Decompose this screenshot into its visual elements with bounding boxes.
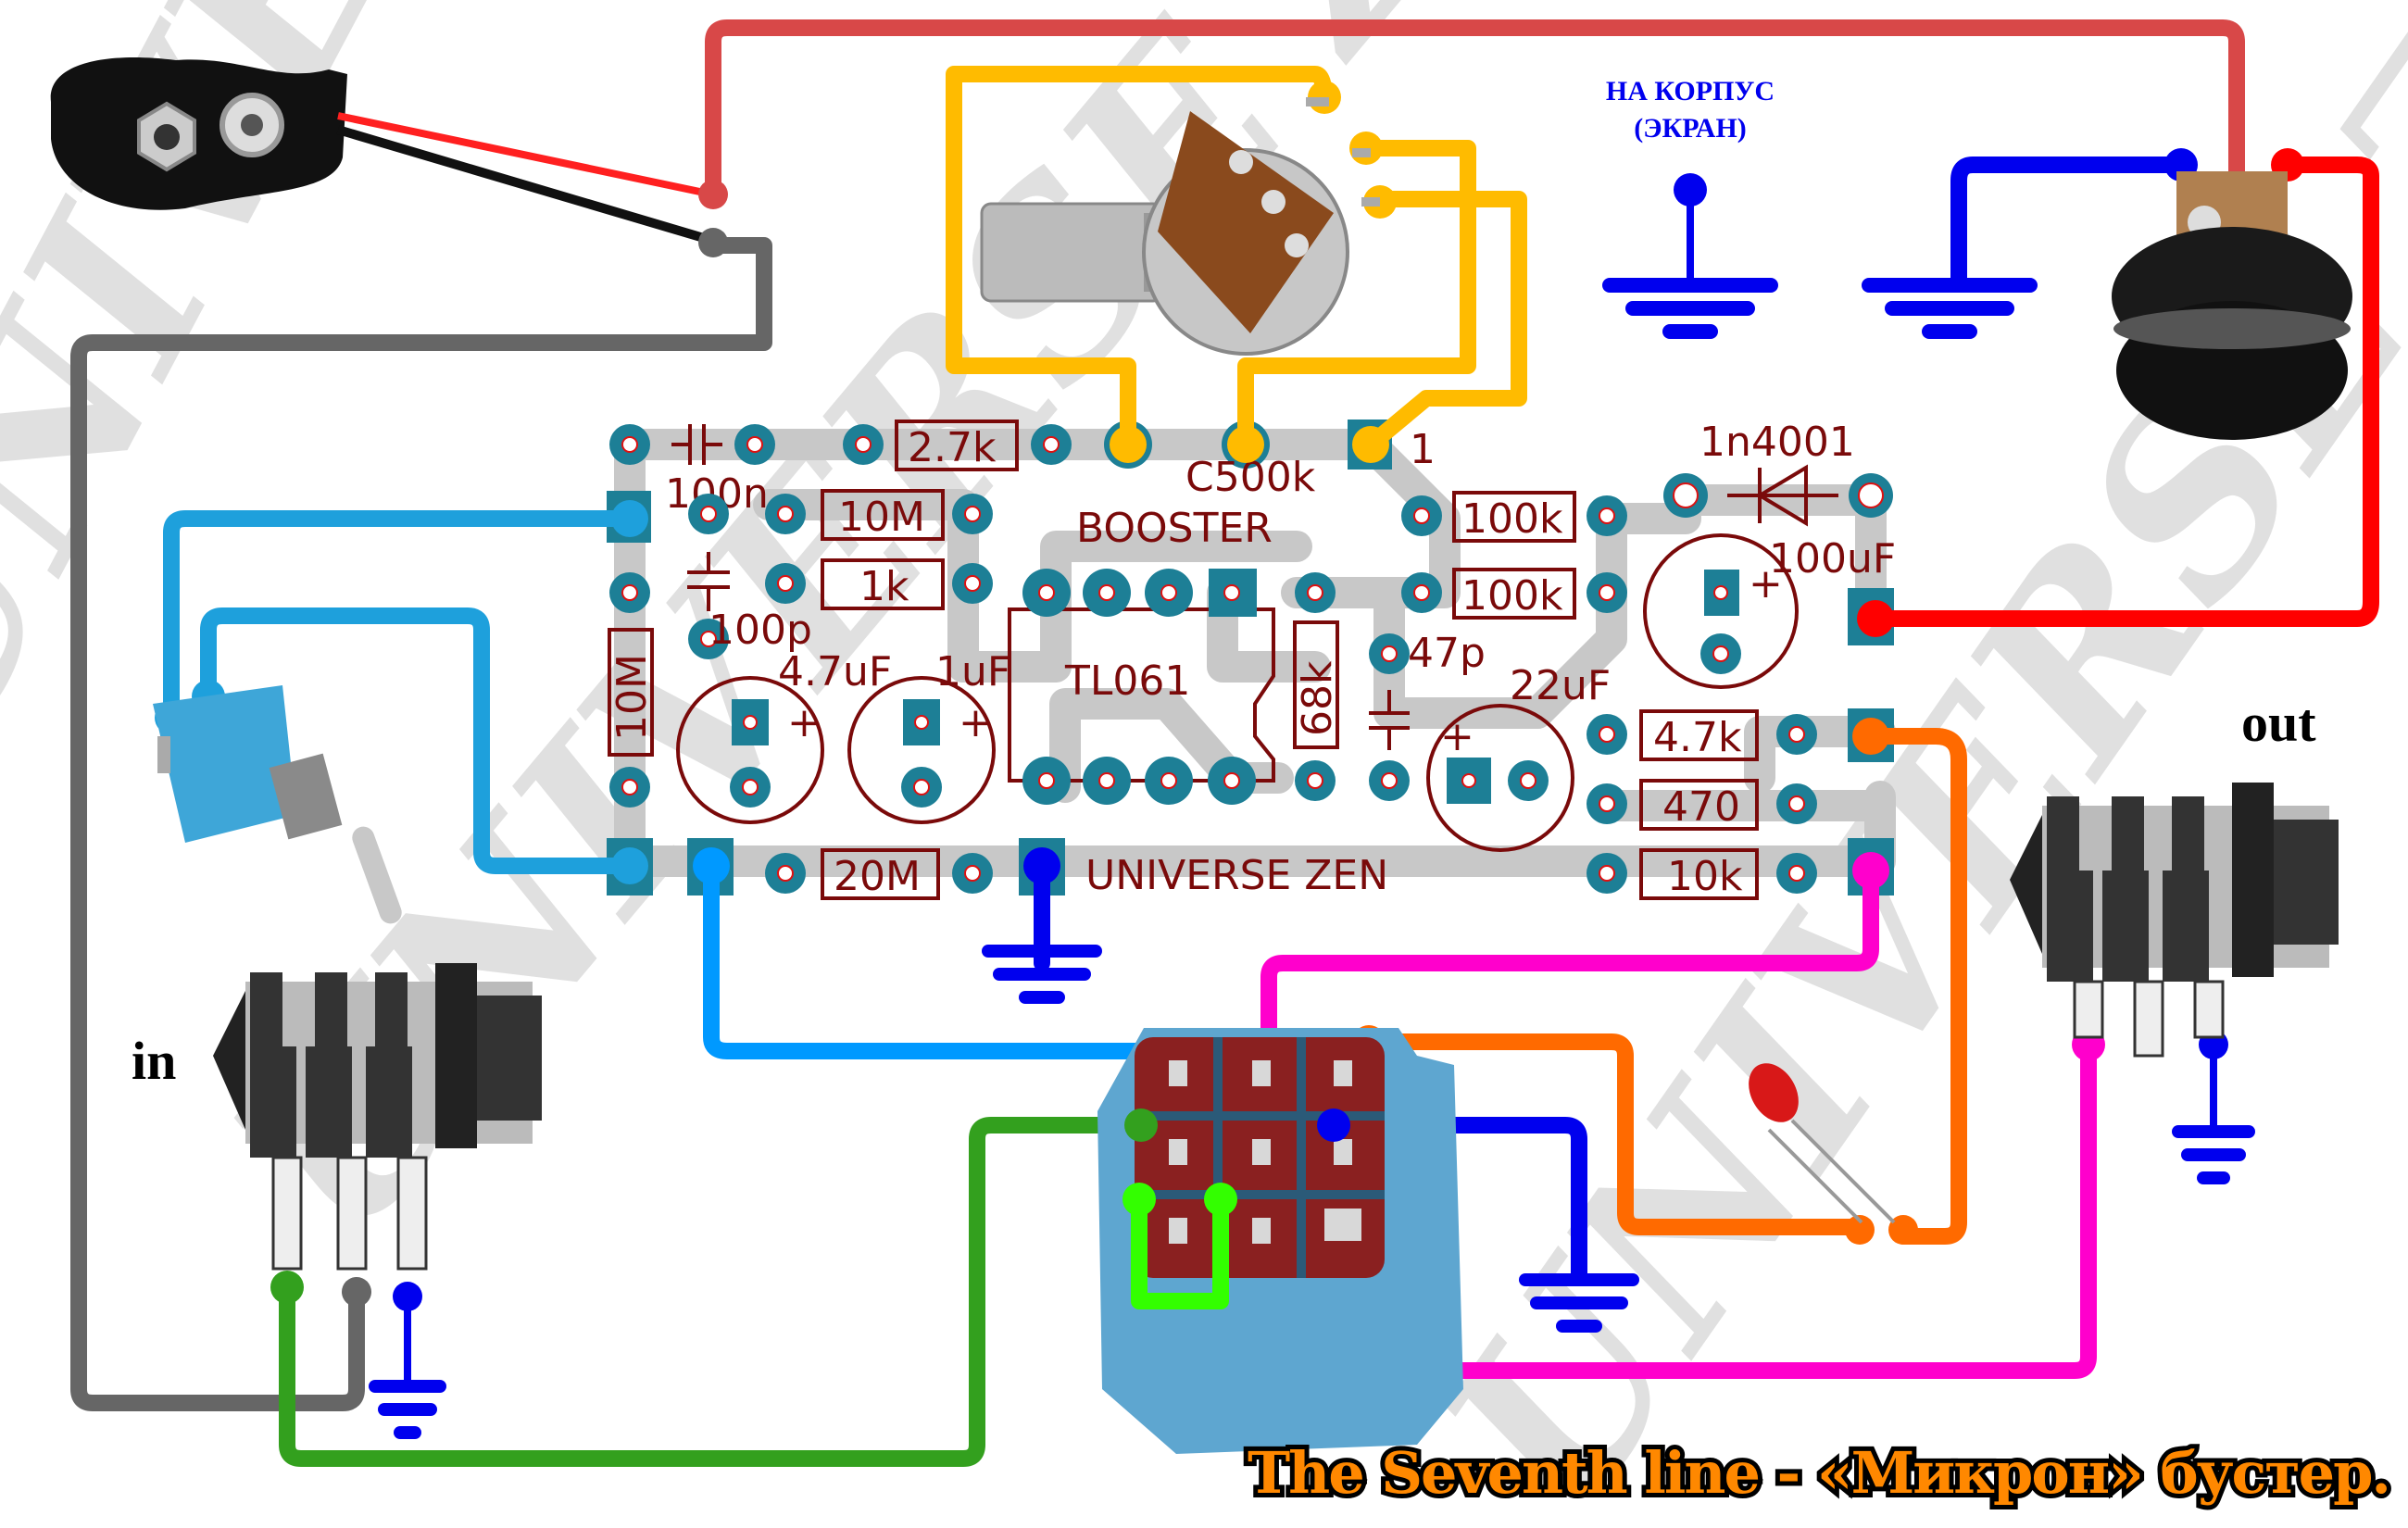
ground-icon bbox=[1602, 173, 1778, 339]
board-brand-label: UNIVERSE ZEN bbox=[1085, 852, 1388, 899]
capacitor-4u7-label: 4.7uF bbox=[778, 648, 892, 695]
resistor-2k7: 2.7k bbox=[843, 420, 1072, 471]
board-name-label: BOOSTER bbox=[1076, 505, 1273, 552]
battery-snap bbox=[50, 57, 715, 245]
capacitor-4u7: + 4.7uF bbox=[676, 648, 892, 824]
wire-pot-lug-3 bbox=[1362, 191, 1527, 453]
pcb-board: 100n 2.7k 1 C500k BOOSTER 10M bbox=[607, 419, 1896, 900]
wire-toggle-a bbox=[163, 510, 638, 726]
resistor-100k-b: 100k bbox=[1401, 568, 1627, 620]
dc-power-jack bbox=[2112, 171, 2352, 440]
polarity-mark: + bbox=[1749, 560, 1783, 607]
output-label: out bbox=[2241, 693, 2316, 753]
ground-icon bbox=[1519, 1125, 1639, 1333]
ground-icon bbox=[1862, 278, 2038, 339]
ground-icon bbox=[369, 1282, 446, 1439]
resistor-20m-label: 20M bbox=[834, 853, 921, 900]
capacitor-47p: 47p bbox=[1369, 630, 1486, 801]
wire-input-jack bbox=[279, 1117, 1148, 1467]
resistor-4k7-label: 4.7k bbox=[1653, 714, 1742, 761]
resistor-10m-a: 10M bbox=[688, 489, 993, 541]
potentiometer bbox=[980, 97, 1380, 356]
wire-battery-positive bbox=[705, 19, 2245, 217]
polarity-mark: + bbox=[787, 699, 821, 746]
resistor-4k7: 4.7k bbox=[1587, 708, 1894, 762]
wire-switch-out-a bbox=[1260, 862, 1879, 1055]
capacitor-1u: + 1uF bbox=[847, 648, 1010, 824]
resistor-100k-b-label: 100k bbox=[1461, 572, 1563, 620]
resistor-10m-b-label: 10M bbox=[608, 654, 656, 741]
capacitor-22u-label: 22uF bbox=[1510, 662, 1611, 709]
wire-led bbox=[1361, 1033, 1865, 1235]
resistor-68k-label: 68k bbox=[1294, 660, 1341, 736]
ground-icon bbox=[2172, 1030, 2255, 1184]
ground-symbols bbox=[369, 173, 2255, 1439]
footswitch-3pdt bbox=[1097, 1028, 1463, 1454]
resistor-470: 470 bbox=[1587, 779, 1817, 831]
diode-1n4001: 1n4001 bbox=[1663, 419, 1893, 527]
output-jack bbox=[2010, 783, 2339, 1058]
capacitor-100u-label: 100uF bbox=[1769, 535, 1896, 582]
input-jack bbox=[213, 963, 542, 1271]
resistor-100k-a-label: 100k bbox=[1461, 495, 1563, 543]
pin1-label: 1 bbox=[1410, 426, 1436, 473]
resistor-470-label: 470 bbox=[1662, 783, 1740, 831]
polarity-mark: + bbox=[1440, 713, 1474, 760]
capacitor-100u: 100uF + bbox=[1643, 533, 1896, 689]
capacitor-1u-label: 1uF bbox=[935, 648, 1010, 695]
wire-dc-ground bbox=[1950, 157, 2189, 291]
ic-label: TL061 bbox=[1064, 658, 1190, 705]
wire-pcb-out bbox=[1862, 728, 1967, 1245]
wire-input-signal bbox=[703, 858, 1175, 1059]
wire-battery-negative bbox=[70, 237, 772, 1411]
resistor-1k-label: 1k bbox=[859, 563, 909, 610]
resistor-10k-label: 10k bbox=[1667, 853, 1743, 900]
wire-pot-lug-2 bbox=[1237, 140, 1476, 453]
capacitor-22u: 22uF + bbox=[1426, 662, 1611, 852]
toggle-switch bbox=[153, 685, 402, 924]
diode-label: 1n4001 bbox=[1699, 419, 1855, 466]
ic-tl061: TL061 bbox=[1008, 569, 1275, 805]
input-label: in bbox=[132, 1031, 176, 1091]
wire-power bbox=[1867, 157, 2379, 627]
resistor-2k7-label: 2.7k bbox=[908, 424, 997, 471]
chassis-label-line2: (ЭКРАН) bbox=[1634, 113, 1747, 144]
wire-toggle-b bbox=[200, 607, 638, 874]
resistor-100k-a: 100k bbox=[1401, 491, 1627, 543]
ground-icon bbox=[982, 861, 1102, 1004]
resistor-1k: 1k 100p bbox=[609, 552, 993, 659]
resistor-10m-a-label: 10M bbox=[838, 494, 925, 541]
resistor-10m-b: 10M bbox=[608, 628, 656, 808]
polarity-mark: + bbox=[959, 699, 993, 746]
capacitor-47p-label: 47p bbox=[1408, 630, 1486, 677]
chassis-label-line1: НА КОРПУС bbox=[1606, 76, 1775, 106]
resistor-68k: 68k bbox=[1293, 572, 1341, 801]
bottom-row: 20M UNIVERSE ZEN bbox=[607, 838, 1388, 900]
diagram-title: The Seventh line - «Микрон» бустер. bbox=[1248, 1439, 2389, 1507]
capacitor-100p-label: 100p bbox=[709, 607, 812, 654]
wire-jumper bbox=[1131, 1191, 1229, 1309]
led bbox=[1749, 1063, 1896, 1224]
